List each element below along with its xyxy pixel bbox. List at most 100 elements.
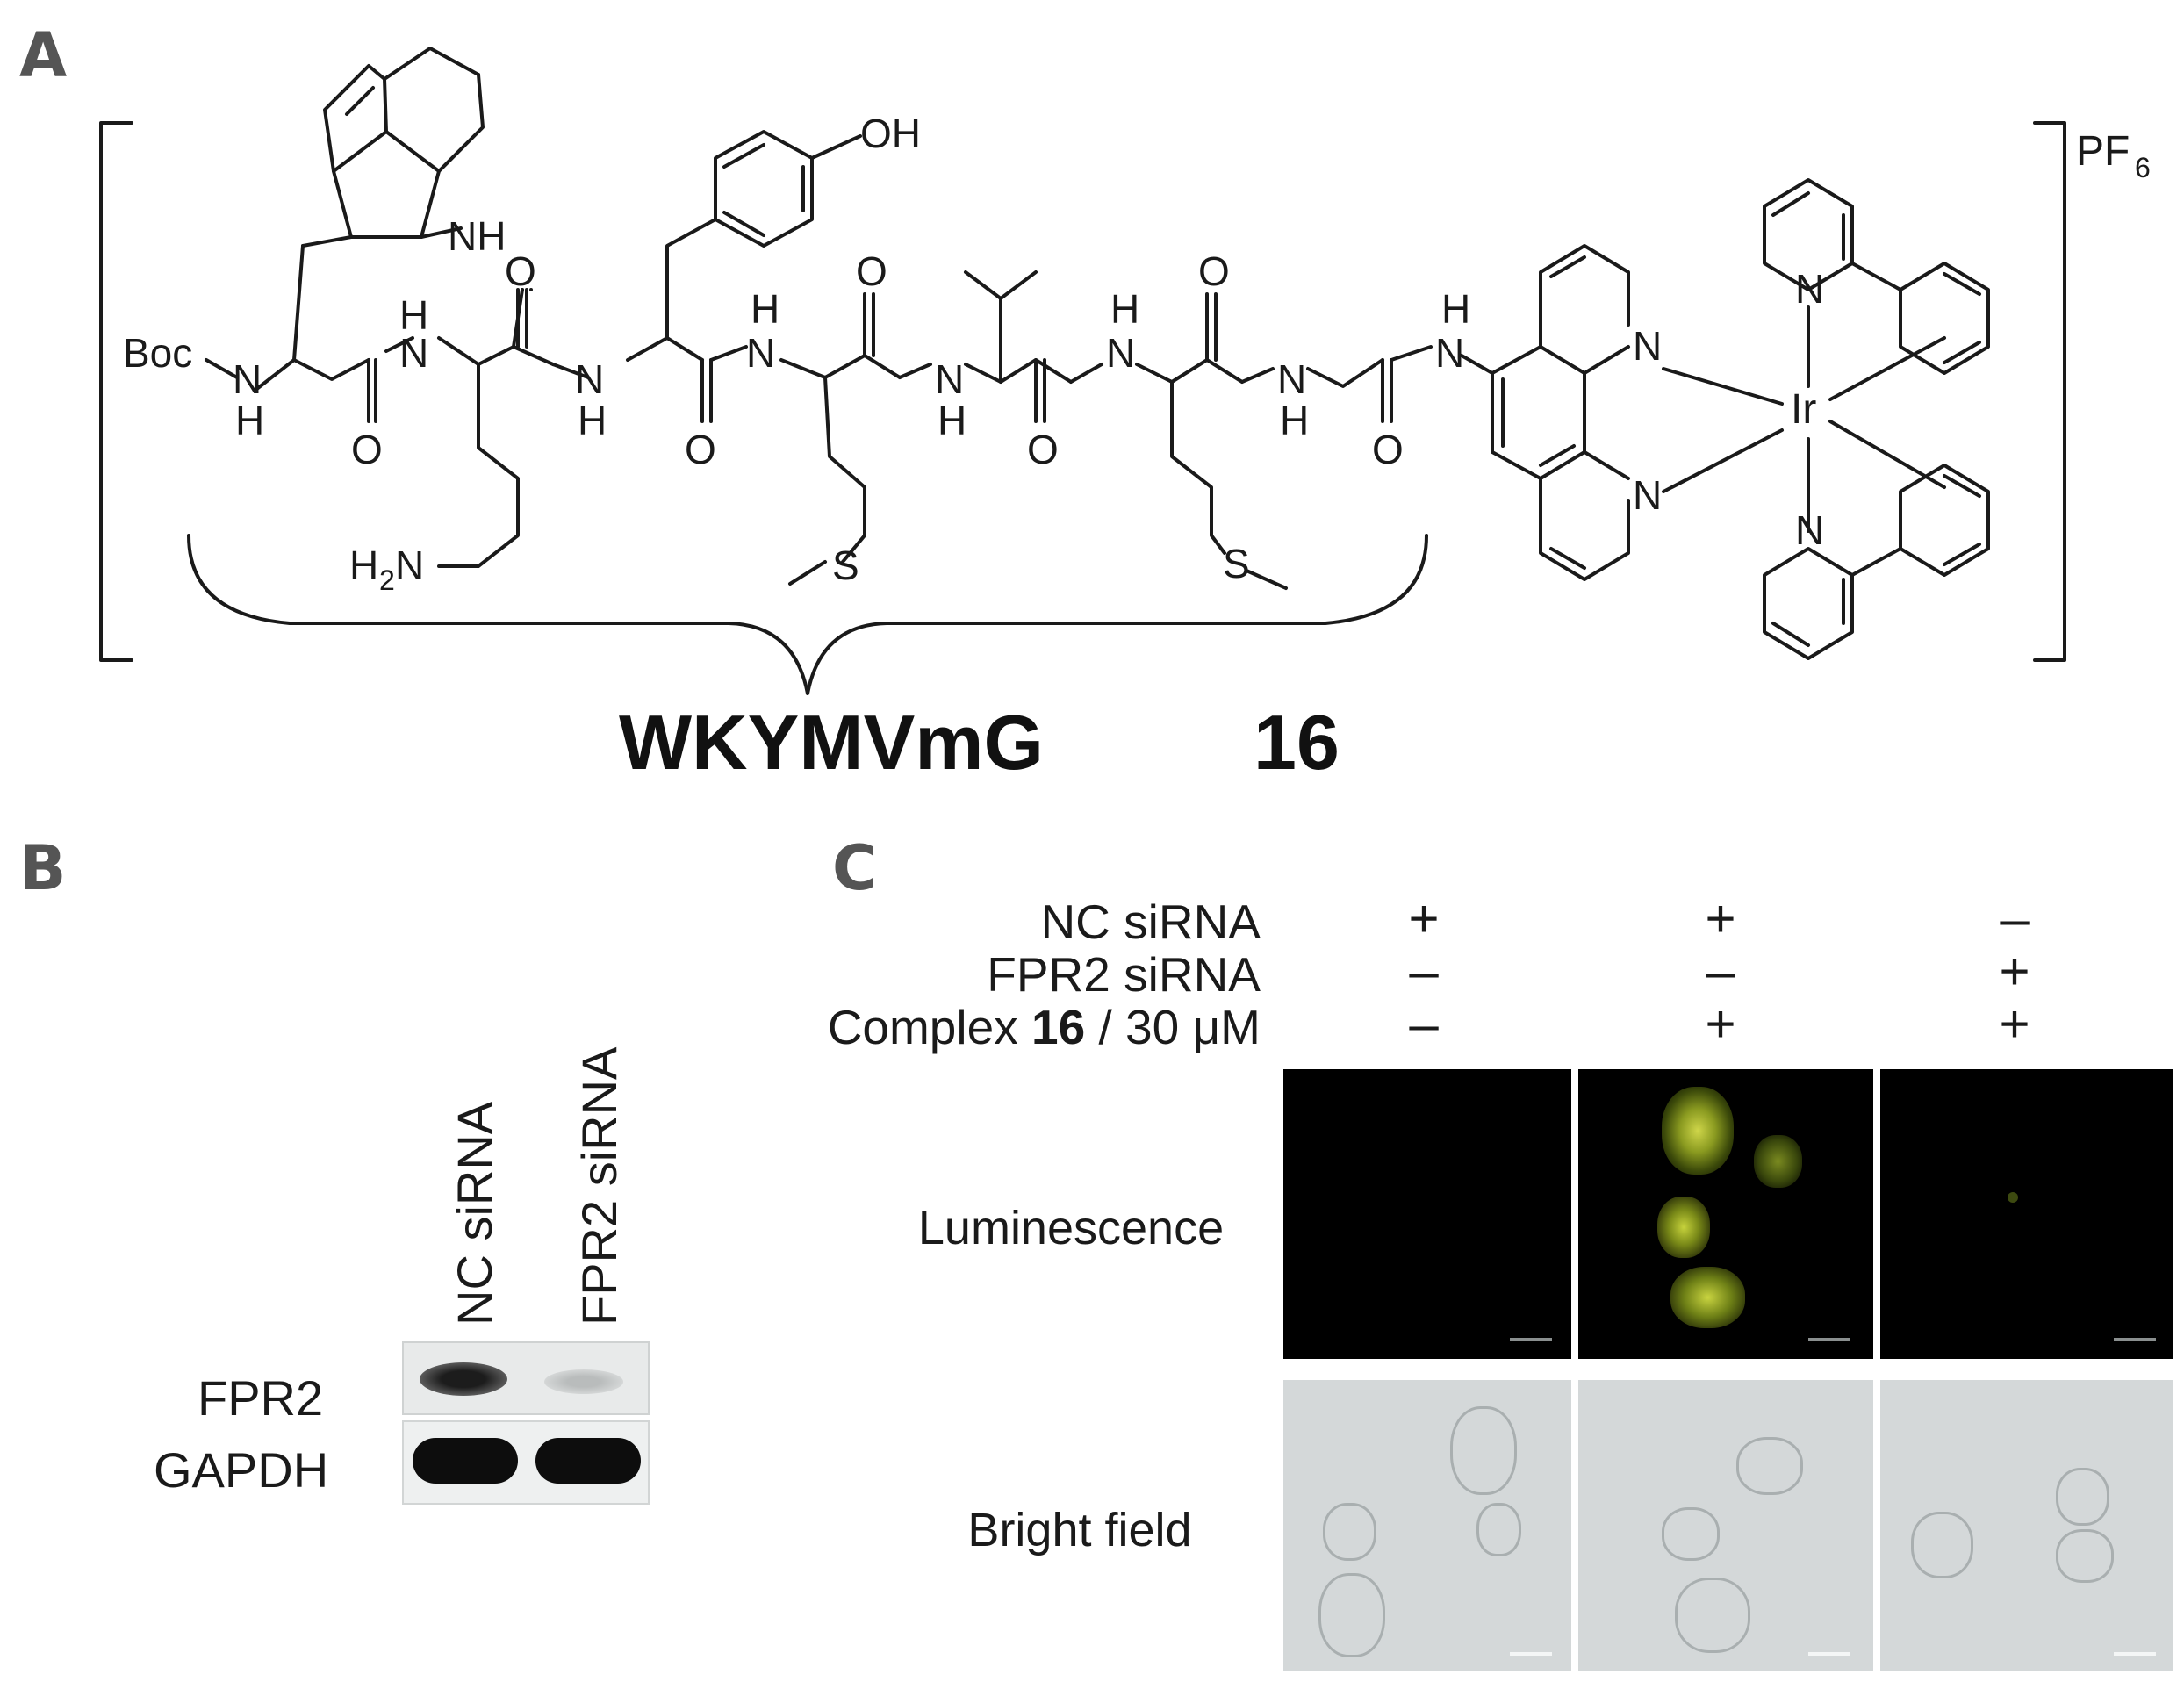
gapdh-blot-strip (402, 1420, 650, 1505)
scale-bar (2114, 1652, 2156, 1656)
fpr2-band-knockdown (544, 1369, 623, 1394)
gapdh-band-fpr2 (535, 1438, 641, 1484)
scale-bar (1808, 1338, 1850, 1341)
met-s: S (832, 543, 859, 588)
atom-o: O (685, 427, 716, 472)
sign: – (1409, 942, 1439, 1001)
sign: – (1409, 995, 1439, 1053)
gapdh-band-nc (413, 1438, 518, 1484)
atom-h: H (399, 292, 428, 338)
cell-outline (1476, 1503, 1521, 1556)
scale-bar (1510, 1652, 1552, 1656)
atom-o: O (351, 427, 383, 472)
compound-number: 16 (1254, 699, 1340, 786)
atom-n: N (575, 356, 604, 402)
boc-label: Boc (123, 330, 192, 376)
sign: + (1408, 889, 1440, 948)
atom-o: O (1027, 427, 1059, 472)
stained-cell (1657, 1197, 1710, 1258)
cell-outline (1323, 1503, 1376, 1561)
cell-outline (2056, 1529, 2114, 1583)
fpr2-band-nc (420, 1362, 507, 1396)
atom-n: N (935, 356, 964, 402)
cell-outline (1318, 1573, 1385, 1657)
cell-outline (1662, 1507, 1720, 1561)
atom-n: N (1106, 330, 1135, 376)
cell-outline (2056, 1468, 2109, 1526)
luminescence-image-control (1283, 1069, 1571, 1359)
scale-bar (2114, 1338, 2156, 1341)
peptide-label: WKYMVmG (619, 699, 1044, 786)
blot-row-label-gapdh: GAPDH (154, 1442, 329, 1498)
cell-outline (1450, 1406, 1517, 1495)
atom-h: H (235, 398, 264, 443)
fpr2-blot-strip (402, 1341, 650, 1415)
brightfield-image-complex (1578, 1380, 1873, 1671)
atom-h: H (1110, 286, 1139, 332)
panel-a-letter: A (19, 19, 68, 91)
complex-suffix: / 30 μM (1085, 1000, 1261, 1054)
panel-b-letter: B (19, 832, 67, 904)
peptide-brace (187, 534, 1428, 695)
faint-signal (2008, 1192, 2018, 1203)
condition-label-complex: Complex 16 / 30 μM (828, 999, 1261, 1055)
sign: + (1999, 995, 2030, 1053)
atom-n: N (1277, 356, 1306, 402)
sign: – (2000, 889, 2030, 948)
atom-o: O (856, 248, 887, 294)
scale-bar (1510, 1338, 1552, 1341)
condition-label-fpr2-sirna: FPR2 siRNA (987, 947, 1261, 1002)
indole-nh: NH (448, 213, 506, 259)
dmet-s: S (1223, 541, 1250, 586)
atom-h: H (578, 398, 607, 443)
row-label-bright-field: Bright field (967, 1504, 1192, 1556)
counterion-subscript: 6 (2135, 152, 2151, 183)
blot-row-label-fpr2: FPR2 (198, 1370, 324, 1426)
atom-h: H (938, 398, 966, 443)
atom-h: H (751, 286, 779, 332)
brightfield-image-knockdown (1880, 1380, 2173, 1671)
atom-n: N (1435, 330, 1464, 376)
counterion-label: PF (2076, 128, 2130, 175)
tyr-oh: OH (860, 111, 921, 156)
scale-bar (1808, 1652, 1850, 1656)
atom-o: O (1198, 248, 1230, 294)
cell-outline (1736, 1437, 1803, 1495)
atom-o: O (1372, 427, 1404, 472)
row-label-luminescence: Luminescence (917, 1202, 1225, 1254)
sign: + (1705, 995, 1736, 1053)
sign: – (1706, 942, 1735, 1001)
right-bracket (2033, 121, 2066, 662)
lys-h2n-sub: 2 (379, 564, 395, 596)
brightfield-image-control (1283, 1380, 1571, 1671)
complex-number: 16 (1031, 1000, 1086, 1054)
iridium-label: Ir (1791, 386, 1816, 433)
atom-n: N (233, 356, 262, 402)
chemical-structure: Boc N H NH OH O H N O N H O H N O N H O … (99, 47, 2151, 695)
lys-h2n: H (349, 543, 378, 588)
atom-o: O (505, 248, 536, 294)
lys-h2n-n: N (395, 543, 424, 588)
phen-n-top: N (1633, 323, 1662, 369)
cell-outline (1911, 1512, 1973, 1578)
atom-n: N (399, 330, 428, 376)
sign: + (1999, 942, 2030, 1001)
cell-outline (1675, 1578, 1750, 1653)
complex-prefix: Complex (827, 1000, 1031, 1054)
phen-n-bottom: N (1633, 472, 1662, 518)
luminescence-image-complex (1578, 1069, 1873, 1359)
atom-n: N (746, 330, 775, 376)
lane-label-nc: NC siRNA (447, 1101, 502, 1326)
condition-label-nc-sirna: NC siRNA (1040, 895, 1261, 949)
stained-cell (1670, 1267, 1745, 1328)
ppy-n-top: N (1795, 266, 1824, 312)
panel-c-letter: C (832, 832, 878, 904)
ppy-n-bottom: N (1795, 507, 1824, 553)
stained-cell (1662, 1087, 1734, 1175)
atom-h: H (1441, 286, 1470, 332)
atom-h: H (1280, 398, 1309, 443)
stained-cell (1754, 1135, 1802, 1188)
sign: + (1705, 889, 1736, 948)
lane-label-fpr2: FPR2 siRNA (571, 1046, 627, 1326)
left-bracket (99, 121, 133, 662)
